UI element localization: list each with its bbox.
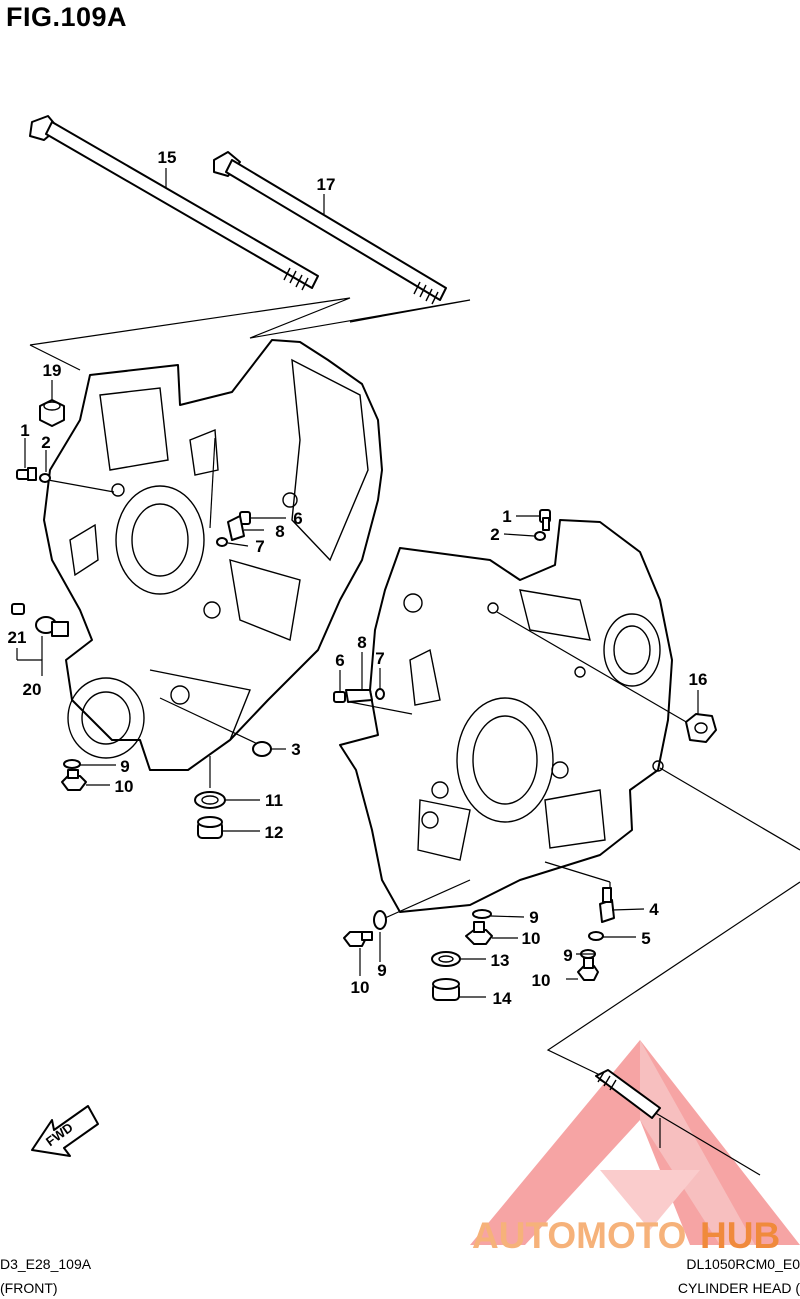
label-21: 21 [8,628,27,647]
watermark-text-b: HUB [700,1215,780,1256]
washer-9-center [472,909,492,919]
right-crankcase [339,519,673,913]
label-9-center: 9 [529,908,538,927]
label-3: 3 [291,740,300,759]
footer-left-caption: (FRONT) [0,1280,58,1296]
oring-7-left [216,537,228,547]
left-crankcase [43,339,383,771]
stud-4 [599,887,615,923]
washer-2-right [534,531,546,541]
footer-left-code: D3_E28_109A [0,1256,92,1272]
washer-5 [588,931,604,941]
label-16: 16 [689,670,708,689]
nipple-1-left [16,467,37,481]
label-8-left: 8 [275,522,284,541]
bolt-19 [39,399,65,427]
label-10-right: 10 [532,971,551,990]
long-bolt-17 [213,151,447,305]
pipe-8-right [345,689,373,703]
label-15: 15 [158,148,177,167]
oring-3 [252,741,272,757]
oring-7-right [375,688,385,700]
label-6-right: 6 [335,651,344,670]
washer-2-left [39,473,51,483]
stud-lower [595,1069,661,1119]
label-2-left: 2 [41,433,50,452]
label-11: 11 [265,791,283,810]
label-10-lower: 10 [351,978,370,997]
label-1-right: 1 [502,507,511,526]
washer-9-lower [373,910,387,930]
label-12: 12 [265,823,284,842]
watermark-logo [470,1040,800,1245]
bolt-21 [11,603,25,615]
bolt-10-center [465,921,493,945]
label-9-right: 9 [563,946,572,965]
label-19: 19 [43,361,62,380]
screw-6-right [333,691,346,703]
label-20: 20 [23,680,42,699]
long-bolt-15 [29,115,319,291]
bolt-10-lower [343,931,373,947]
fwd-arrow: FWD [31,1105,99,1157]
nipple-1-right [539,509,551,531]
label-5: 5 [641,929,650,948]
label-14: 14 [493,989,512,1008]
watermark-text-a: AUTOMOTO [472,1215,686,1256]
label-10-left: 10 [115,777,134,796]
sensor-20 [35,616,69,637]
bolt-10-left [61,769,87,791]
label-10-center: 10 [522,929,541,948]
nut-16 [685,713,717,743]
pipe-8-left [227,515,245,541]
label-4: 4 [649,900,659,919]
label-7-left: 7 [255,537,264,556]
label-17: 17 [317,175,336,194]
label-8-right: 8 [357,633,366,652]
footer-right-caption: CYLINDER HEAD ( [677,1280,800,1296]
ring-11 [194,791,226,809]
plug-12 [197,816,223,839]
ring-13 [431,951,461,967]
label-2-right: 2 [490,525,499,544]
washer-9-left [63,759,81,769]
figure-title: FIG.109A [6,2,128,32]
label-1-left: 1 [20,421,29,440]
label-9-left: 9 [120,757,129,776]
label-9-lower: 9 [377,961,386,980]
bolt-10-right [577,957,599,981]
label-7-right: 7 [375,649,384,668]
footer-right-code: DL1050RCM0_E0 [686,1256,800,1272]
label-13: 13 [491,951,510,970]
label-6-left: 6 [293,509,302,528]
plug-14 [432,978,460,1001]
